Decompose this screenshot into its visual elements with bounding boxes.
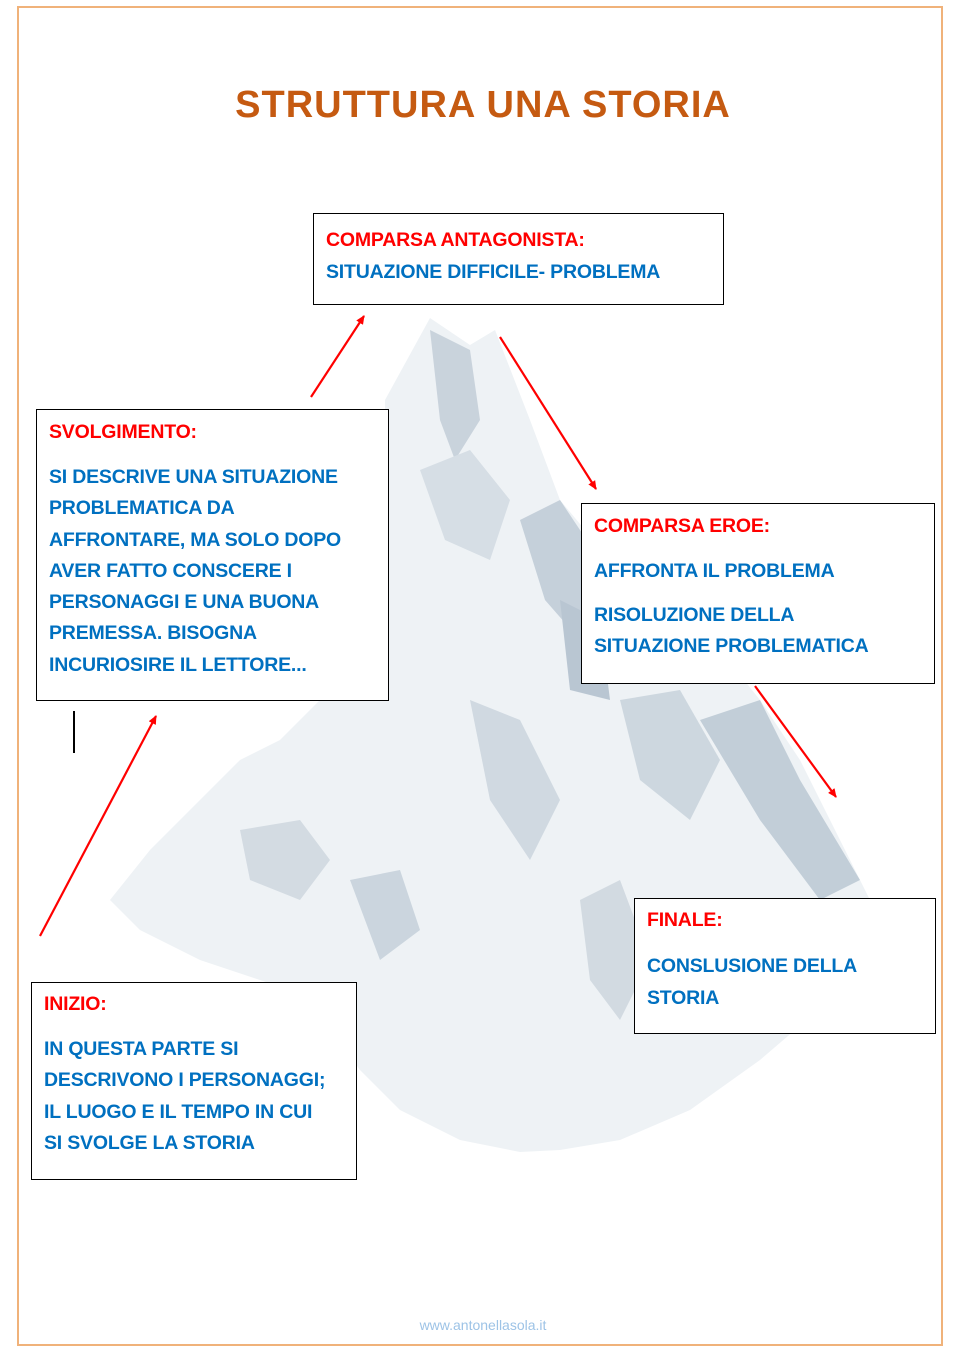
box-svolgimento: SVOLGIMENTO: SI DESCRIVE UNA SITUAZIONE … xyxy=(36,409,389,701)
mountain-shadow-7 xyxy=(240,820,330,900)
box-svolgimento-line: INCURIOSIRE IL LETTORE... xyxy=(49,653,307,676)
mountain-shadow-9 xyxy=(580,880,650,1020)
mountain-shadow-5 xyxy=(700,700,860,900)
box-finale-heading: FINALE: xyxy=(647,909,723,931)
box-inizio-line: IN QUESTA PARTE SI xyxy=(44,1038,239,1060)
box-inizio-heading: INIZIO: xyxy=(44,993,107,1015)
box-svolgimento-line: PREMESSA. BISOGNA xyxy=(49,622,257,645)
text-cursor xyxy=(73,711,75,753)
box-svolgimento-line: AVER FATTO CONSCERE I xyxy=(49,559,292,582)
arrow-antagonista-to-eroe xyxy=(499,336,597,490)
box-eroe-heading: COMPARSA EROE: xyxy=(594,515,770,537)
box-svolgimento-line: PERSONAGGI E UNA BUONA xyxy=(49,591,320,614)
box-finale-line: STORIA xyxy=(647,987,720,1009)
box-inizio: INIZIO: IN QUESTA PARTE SI DESCRIVONO I … xyxy=(31,982,357,1180)
footer-watermark: www.antonellasola.it xyxy=(419,1317,547,1333)
box-inizio-line: SI SVOLGE LA STORIA xyxy=(44,1131,255,1154)
box-inizio-line: DESCRIVONO I PERSONAGGI; xyxy=(44,1069,326,1092)
box-comparsa-eroe: COMPARSA EROE: AFFRONTA IL PROBLEMA RISO… xyxy=(581,503,935,684)
mountain-shadow-1 xyxy=(430,330,480,460)
box-svolgimento-line: AFFRONTARE, MA SOLO DOPO xyxy=(49,528,342,551)
page-title: STRUTTURA UNA STORIA xyxy=(235,84,731,126)
mountain-shadow-3 xyxy=(520,500,600,640)
mountain-shadow-8 xyxy=(350,870,420,960)
box-antagonista-heading: COMPARSA ANTAGONISTA: xyxy=(326,229,585,251)
box-finale-line: CONSLUSIONE DELLA xyxy=(647,955,858,977)
box-eroe-line: AFFRONTA IL PROBLEMA xyxy=(594,560,835,582)
box-eroe-line: RISOLUZIONE DELLA xyxy=(594,604,795,626)
box-inizio-line: IL LUOGO E IL TEMPO IN CUI xyxy=(44,1100,313,1123)
box-svolgimento-line: PROBLEMATICA DA xyxy=(49,497,235,520)
arrow-eroe-to-finale xyxy=(754,685,837,798)
box-svolgimento-line: SI DESCRIVE UNA SITUAZIONE xyxy=(49,466,338,488)
box-svolgimento-heading: SVOLGIMENTO: xyxy=(49,421,197,443)
mountain-shadow-2 xyxy=(420,450,510,560)
arrow-inizio-to-svolgimento xyxy=(39,715,157,937)
mountain-shadow-6 xyxy=(470,700,560,860)
box-antagonista-line: SITUAZIONE DIFFICILE- PROBLEMA xyxy=(326,261,661,283)
box-finale: FINALE: CONSLUSIONE DELLA STORIA xyxy=(634,898,936,1034)
box-comparsa-antagonista: COMPARSA ANTAGONISTA: SITUAZIONE DIFFICI… xyxy=(313,213,724,305)
mountain-shadow-4 xyxy=(620,690,720,820)
arrow-svolgimento-to-antagonista xyxy=(310,315,365,398)
box-eroe-line: SITUAZIONE PROBLEMATICA xyxy=(594,635,869,657)
